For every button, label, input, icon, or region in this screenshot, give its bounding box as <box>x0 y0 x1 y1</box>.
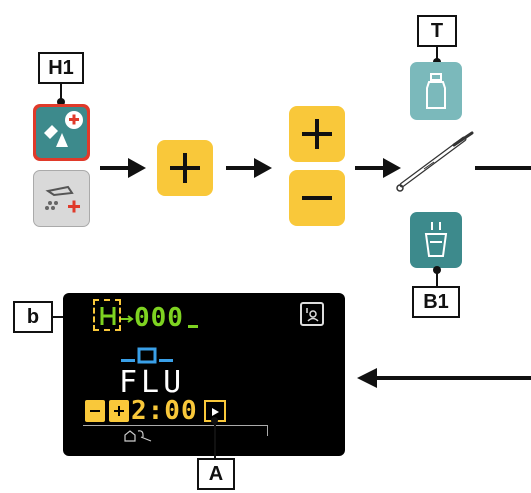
decrease-button[interactable] <box>289 170 345 226</box>
connector-line <box>475 166 531 170</box>
callout-t-label: T <box>430 19 444 42</box>
callout-h1-leader <box>60 84 62 100</box>
chair-tap-icon <box>124 430 152 442</box>
callout-a: A <box>197 458 235 490</box>
display-minus-button[interactable] <box>85 400 105 422</box>
control-panel-display: 000 FLU 2:00 <box>63 293 345 456</box>
time-value: 2:00 <box>131 396 198 426</box>
callout-b1-leader <box>436 270 438 286</box>
callout-b1: B1 <box>412 286 460 318</box>
callout-a-label: A <box>208 462 224 485</box>
arrow-right-icon <box>355 158 401 178</box>
callout-b-label: b <box>26 305 40 328</box>
user-profile-icon[interactable] <box>300 302 324 326</box>
display-bracket <box>83 425 268 436</box>
handpiece-add-icon[interactable] <box>33 170 90 227</box>
callout-a-leader <box>214 422 216 460</box>
callout-h1-dot <box>57 98 65 106</box>
flush-program-icon <box>121 347 173 364</box>
mode-text: FLU <box>119 365 186 400</box>
arrow-right-icon <box>226 158 272 178</box>
cup-fill-icon[interactable] <box>410 212 462 268</box>
plus-button[interactable] <box>157 140 213 196</box>
increase-button[interactable] <box>289 106 345 162</box>
arrow-right-icon <box>100 158 146 178</box>
callout-h1-label: H1 <box>48 56 74 79</box>
display-plus-button[interactable] <box>109 400 129 422</box>
callout-a-dot <box>211 417 218 424</box>
arrow-right-icon <box>121 315 134 323</box>
program-indicator: 000 <box>134 303 184 333</box>
program-slot-indicator <box>93 299 121 331</box>
callout-t-leader <box>436 47 438 61</box>
water-bottle-icon[interactable] <box>410 62 462 120</box>
callout-b: b <box>13 301 53 333</box>
callout-b1-label: B1 <box>423 290 449 313</box>
callout-t: T <box>417 15 457 47</box>
callout-h1: H1 <box>38 52 84 84</box>
program-underscore <box>188 325 198 328</box>
dental-chair-icon[interactable] <box>33 104 90 161</box>
dental-handpiece-icon <box>396 131 474 192</box>
arrow-left-icon <box>357 368 531 388</box>
